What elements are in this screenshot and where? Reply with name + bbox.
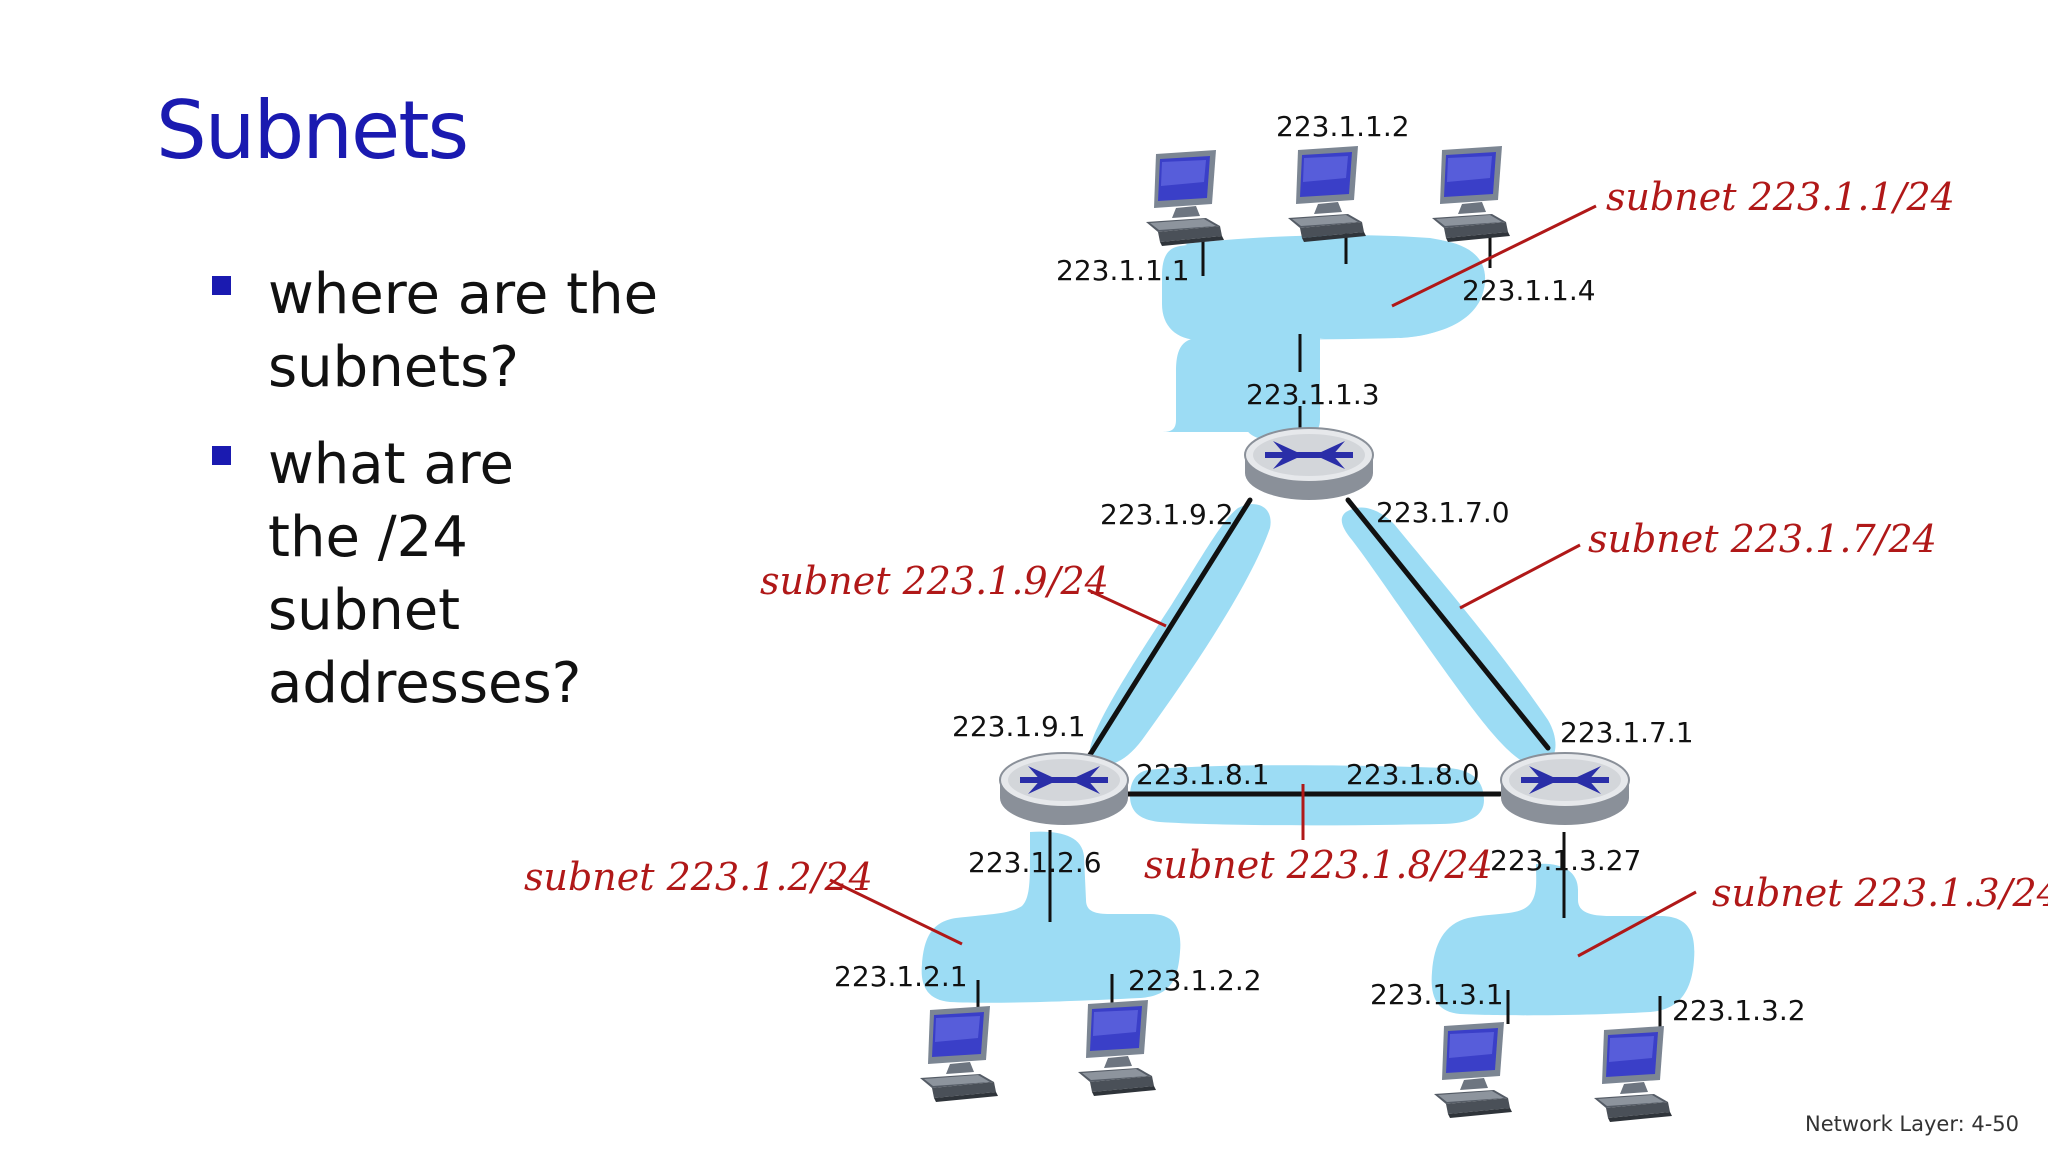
leader-subnet-223-1-3: [1577, 890, 1697, 958]
bullet-marker-icon: [212, 446, 231, 465]
addr-label: 223.1.2.2: [1128, 964, 1262, 997]
addr-label: 223.1.2.6: [968, 846, 1102, 879]
host-computer-icon: [1078, 1000, 1156, 1096]
addr-label: 223.1.3.1: [1370, 978, 1504, 1011]
subnet-223-1-9-cloud: [1090, 504, 1271, 765]
router-top-icon: [1244, 427, 1374, 501]
addr-label: 223.1.8.1: [1136, 758, 1270, 791]
host-computer-icon: [1288, 146, 1366, 242]
subnet-label: subnet 223.1.9/24: [760, 559, 1109, 603]
link-r1-r3: [1345, 497, 1551, 751]
addr-label: 223.1.1.3: [1246, 378, 1380, 411]
slide-footer: Network Layer: 4-50: [1805, 1112, 2019, 1136]
addr-label: 223.1.2.1: [834, 960, 968, 993]
leader-subnet-223-1-1: [1391, 204, 1597, 308]
addr-label: 223.1.1.4: [1462, 274, 1596, 307]
subnet-223-1-1-cloud-main: [1162, 235, 1486, 435]
addr-label: 223.1.3.2: [1672, 994, 1806, 1027]
host-computer-icon: [1434, 1022, 1512, 1118]
subnet-label: subnet 223.1.3/24: [1712, 871, 2048, 915]
subnet-223-1-3-cloud: [1431, 863, 1695, 1016]
slide-title: Subnets: [156, 84, 469, 177]
router-left-icon: [999, 752, 1129, 826]
addr-label: 223.1.9.2: [1100, 498, 1234, 531]
subnet-label: subnet 223.1.7/24: [1588, 517, 1937, 561]
addr-label: 223.1.1.2: [1276, 110, 1410, 143]
leader-subnet-223-1-7: [1459, 543, 1581, 610]
bullet-marker-icon: [212, 276, 231, 295]
leader-subnet-223-1-2: [829, 878, 963, 946]
bullet-item: where are the subnets?: [212, 258, 714, 404]
host-computer-icon: [920, 1006, 998, 1102]
bullet-text: where are the subnets?: [268, 262, 659, 400]
subnet-label: subnet 223.1.2/24: [524, 855, 873, 899]
link-r1-r2: [1085, 497, 1253, 761]
addr-label: 223.1.7.0: [1376, 496, 1510, 529]
addr-label: 223.1.3.27: [1490, 844, 1641, 877]
host-computer-icon: [1594, 1026, 1672, 1122]
subnet-label: subnet 223.1.1/24: [1606, 175, 1955, 219]
bullet-item: what are the /24 subnet addresses?: [212, 428, 714, 720]
addr-label: 223.1.9.1: [952, 710, 1086, 743]
subnet-223-1-7-cloud: [1341, 507, 1556, 767]
addr-label: 223.1.7.1: [1560, 716, 1694, 749]
host-computer-icon: [1432, 146, 1510, 242]
router-right-icon: [1500, 752, 1630, 826]
addr-label: 223.1.1.1: [1056, 254, 1190, 287]
host-computer-icon: [1146, 150, 1224, 246]
subnet-label: subnet 223.1.8/24: [1144, 843, 1493, 887]
bullet-text: what are the /24 subnet addresses?: [268, 432, 582, 716]
addr-label: 223.1.8.0: [1346, 758, 1480, 791]
leader-subnet-223-1-9: [1087, 588, 1167, 628]
